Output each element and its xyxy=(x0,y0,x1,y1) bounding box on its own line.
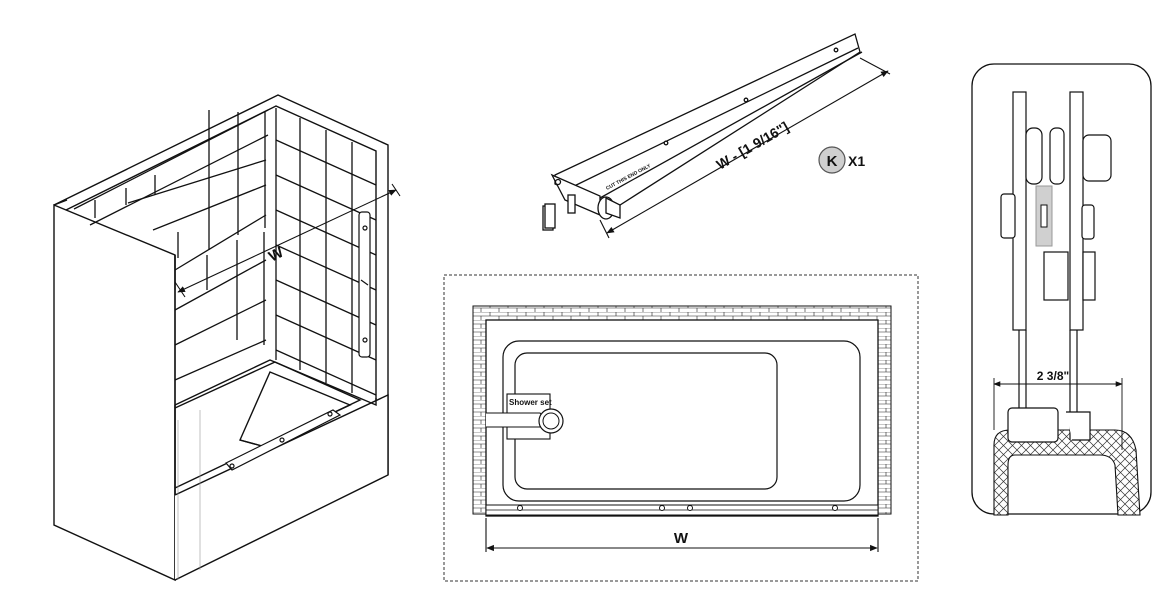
iso-width-label: W xyxy=(266,243,287,265)
rail-length-dimension xyxy=(599,57,891,239)
plan-view: Shower set W xyxy=(443,274,919,582)
iso-width-dimension xyxy=(174,183,401,298)
part-quantity: X1 xyxy=(848,153,865,169)
bottom-rail xyxy=(225,409,342,471)
cross-section-inset: 2 3/8" xyxy=(971,63,1152,516)
part-letter: K xyxy=(827,153,838,170)
shower-set: Shower set xyxy=(486,393,564,440)
isometric-tub-view xyxy=(53,94,389,582)
clearance-label: 2 3/8" xyxy=(1037,369,1069,383)
rail-cut-detail xyxy=(542,33,863,231)
wall-channel xyxy=(358,211,371,358)
shower-set-label: Shower set xyxy=(509,398,552,407)
part-badge: K X1 xyxy=(818,146,865,174)
plan-width-label: W xyxy=(674,530,689,547)
